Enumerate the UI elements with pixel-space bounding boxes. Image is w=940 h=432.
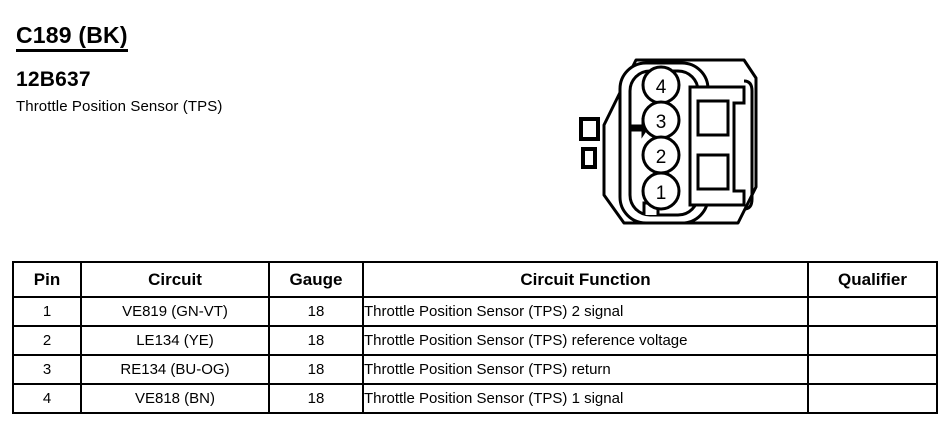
column-header-pin: Pin [12, 261, 82, 298]
part-number: 12B637 [16, 68, 91, 91]
pin-cavity-1 [641, 171, 681, 211]
column-header-circuit-function: Circuit Function [362, 261, 809, 298]
cell-circuit-function: Throttle Position Sensor (TPS) return [362, 354, 809, 385]
latch-tab-lower [696, 153, 730, 191]
table-body: 1 VE819 (GN-VT) 18 Throttle Position Sen… [12, 296, 938, 414]
cell-circuit-function: Throttle Position Sensor (TPS) 1 signal [362, 383, 809, 414]
pin-cavity-label-2: 2 [656, 147, 667, 168]
cell-pin: 1 [12, 296, 82, 327]
cell-circuit: VE818 (BN) [80, 383, 270, 414]
cell-pin: 2 [12, 325, 82, 356]
connector-header: C189 (BK) 12B637 Throttle Position Senso… [16, 22, 536, 116]
latch-outer-arc [743, 79, 754, 211]
table-header: Pin Circuit Gauge Circuit Function Quali… [12, 261, 938, 298]
table-row: 3 RE134 (BU-OG) 18 Throttle Position Sen… [12, 354, 938, 385]
column-header-qualifier: Qualifier [807, 261, 938, 298]
pinout-table: Pin Circuit Gauge Circuit Function Quali… [12, 261, 938, 414]
part-description: Throttle Position Sensor (TPS) [16, 98, 223, 115]
connector-face-svg: 4 3 2 1 [579, 58, 758, 225]
cell-qualifier [807, 354, 938, 385]
cell-gauge: 18 [268, 383, 364, 414]
cell-pin: 4 [12, 383, 82, 414]
column-header-circuit: Circuit [80, 261, 270, 298]
table-row: 2 LE134 (YE) 18 Throttle Position Sensor… [12, 325, 938, 356]
connector-diagram: 4 3 2 1 [548, 45, 768, 245]
table-header-row: Pin Circuit Gauge Circuit Function Quali… [12, 261, 938, 298]
housing-vent-upper [579, 117, 600, 141]
cell-gauge: 18 [268, 354, 364, 385]
connector-id-title: C189 (BK) [16, 22, 128, 52]
cell-qualifier [807, 296, 938, 327]
pin-cavity-label-1: 1 [656, 183, 667, 204]
cell-circuit: LE134 (YE) [80, 325, 270, 356]
table-row: 4 VE818 (BN) 18 Throttle Position Sensor… [12, 383, 938, 414]
cell-circuit-function: Throttle Position Sensor (TPS) reference… [362, 325, 809, 356]
cell-qualifier [807, 383, 938, 414]
cell-circuit-function: Throttle Position Sensor (TPS) 2 signal [362, 296, 809, 327]
cell-gauge: 18 [268, 296, 364, 327]
pin-cavity-label-4: 4 [656, 77, 667, 98]
latch-tab-upper [696, 99, 730, 137]
cell-circuit: RE134 (BU-OG) [80, 354, 270, 385]
cell-qualifier [807, 325, 938, 356]
housing-vent-lower [581, 147, 597, 169]
cell-circuit: VE819 (GN-VT) [80, 296, 270, 327]
pin-cavity-label-3: 3 [656, 112, 667, 133]
table-row: 1 VE819 (GN-VT) 18 Throttle Position Sen… [12, 296, 938, 327]
cell-pin: 3 [12, 354, 82, 385]
pinout-table-container: Pin Circuit Gauge Circuit Function Quali… [12, 261, 938, 414]
cell-gauge: 18 [268, 325, 364, 356]
column-header-gauge: Gauge [268, 261, 364, 298]
